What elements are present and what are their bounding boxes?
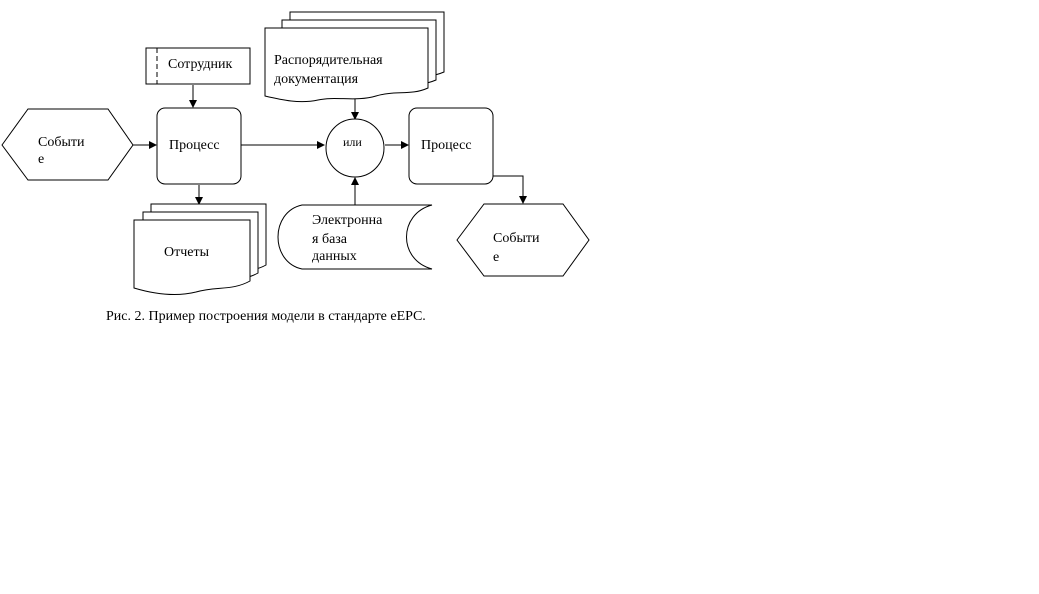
- docs-doc-front: [264, 27, 429, 103]
- database-node: Электронна я база данных: [277, 204, 433, 270]
- employee-label: Сотрудник: [168, 57, 232, 72]
- regulatory-docs-node: Распорядительная документация: [264, 11, 445, 103]
- regulatory-docs-label-line-2: документация: [274, 72, 359, 87]
- database-label-line-3: данных: [312, 249, 357, 264]
- database-label-line-2: я база: [312, 232, 348, 247]
- event-end-node: Событи е: [456, 203, 590, 277]
- database-label-line-1: Электронна: [312, 213, 383, 228]
- edges: [133, 85, 527, 205]
- regulatory-docs-label-line-1: Распорядительная: [274, 53, 383, 68]
- event-start-node: Событи е: [1, 108, 134, 181]
- event-end-label-line-1: Событи: [493, 231, 540, 246]
- reports-node: Отчеты: [133, 203, 267, 296]
- process-2-box-shape: [408, 107, 494, 185]
- employee-box-shape: [145, 47, 251, 85]
- reports-doc-front: [133, 219, 251, 296]
- process-2-node: Процесс: [408, 107, 494, 185]
- or-connector-label: или: [343, 135, 362, 149]
- event-start-label-line-1: Событи: [38, 135, 85, 150]
- figure-caption: Рис. 2. Пример построения модели в станд…: [106, 309, 426, 324]
- employee-node: Сотрудник: [145, 47, 251, 85]
- event-end-hexagon-shape: [456, 203, 590, 277]
- or-connector-node: или: [325, 118, 385, 178]
- event-start-label-line-2: е: [38, 152, 44, 167]
- database-shape: [277, 204, 433, 270]
- event-hexagon-shape: [1, 108, 134, 181]
- or-connector-circle: [325, 118, 385, 178]
- reports-label: Отчеты: [164, 245, 210, 260]
- process-1-node: Процесс: [156, 107, 242, 185]
- event-end-label-line-2: е: [493, 250, 499, 265]
- process-2-label: Процесс: [421, 138, 472, 153]
- process-1-label: Процесс: [169, 138, 220, 153]
- edge-process-2-to-event: [493, 175, 527, 204]
- process-1-box-shape: [156, 107, 242, 185]
